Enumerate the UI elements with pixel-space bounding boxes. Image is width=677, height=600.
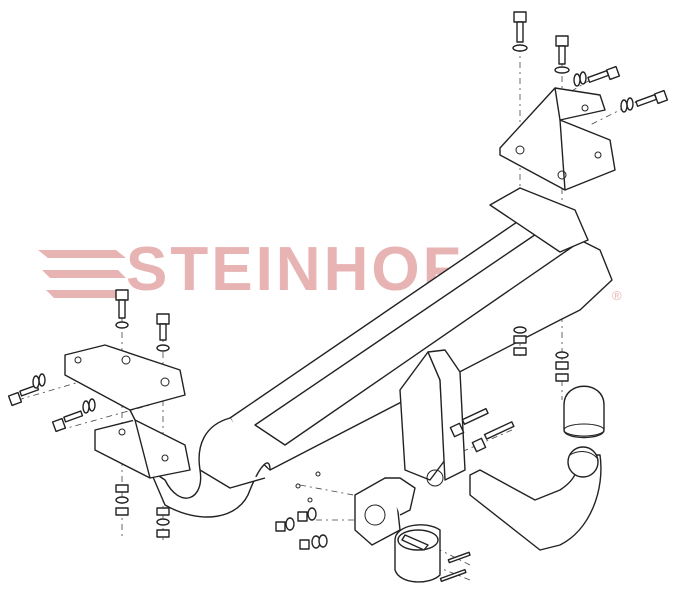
bolt-right-top-2	[555, 35, 569, 65]
ball-cap	[563, 385, 605, 439]
bolt-right-top-1	[513, 11, 527, 43]
washers-and-nuts	[32, 44, 634, 550]
steinhof-swoosh-icon	[38, 250, 126, 298]
tow-ball-neck	[469, 446, 602, 551]
bolt-left-side-1	[7, 384, 40, 407]
bolt-left-top-2	[156, 313, 170, 341]
crossbar	[149, 187, 613, 518]
bolt-right-side-2	[635, 89, 669, 107]
screw-socket-2	[439, 568, 467, 583]
right-mounting-bracket	[499, 87, 616, 191]
watermark-brand-text: STEINHOF	[126, 235, 464, 304]
bolt-left-side-2	[51, 410, 84, 433]
bolt-right-side-1	[587, 65, 621, 83]
bolt-center-2	[471, 421, 515, 453]
registered-mark: ®	[612, 288, 622, 303]
bolt-center-1	[449, 407, 489, 438]
neck-mounting-plates	[399, 349, 466, 487]
left-mounting-bracket	[64, 344, 191, 479]
electrical-socket	[394, 524, 441, 583]
socket-plate	[354, 477, 416, 546]
screw-socket-1	[447, 551, 471, 564]
bolts	[7, 11, 669, 583]
bolt-left-top-1	[115, 289, 129, 319]
steinhof-watermark: STEINHOF ®	[38, 238, 638, 308]
